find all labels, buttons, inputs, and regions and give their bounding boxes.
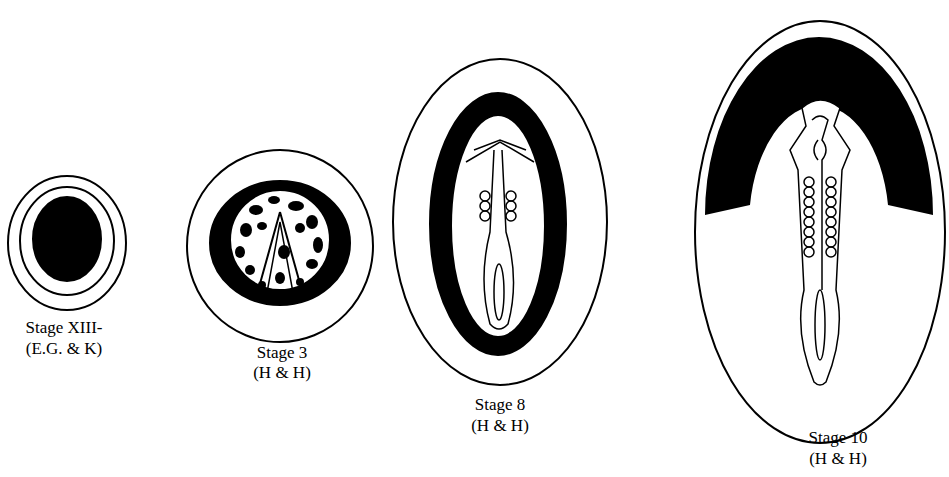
stage-label: (H & H) <box>471 416 529 436</box>
egg-stage-10 <box>695 21 945 443</box>
egg-stage-3 <box>187 150 373 342</box>
egg-stage-xiii <box>8 176 126 310</box>
egg-stage-8 <box>393 59 607 385</box>
stage-label: Stage XIII- <box>26 318 103 338</box>
stage-label: Stage 3 <box>257 343 308 363</box>
stage-label: Stage 8 <box>475 395 526 415</box>
stage-label: (H & H) <box>809 449 867 469</box>
stage-label: (H & H) <box>253 363 311 383</box>
stage-label: (E.G. & K) <box>26 339 102 359</box>
stage-label: Stage 10 <box>808 428 867 448</box>
